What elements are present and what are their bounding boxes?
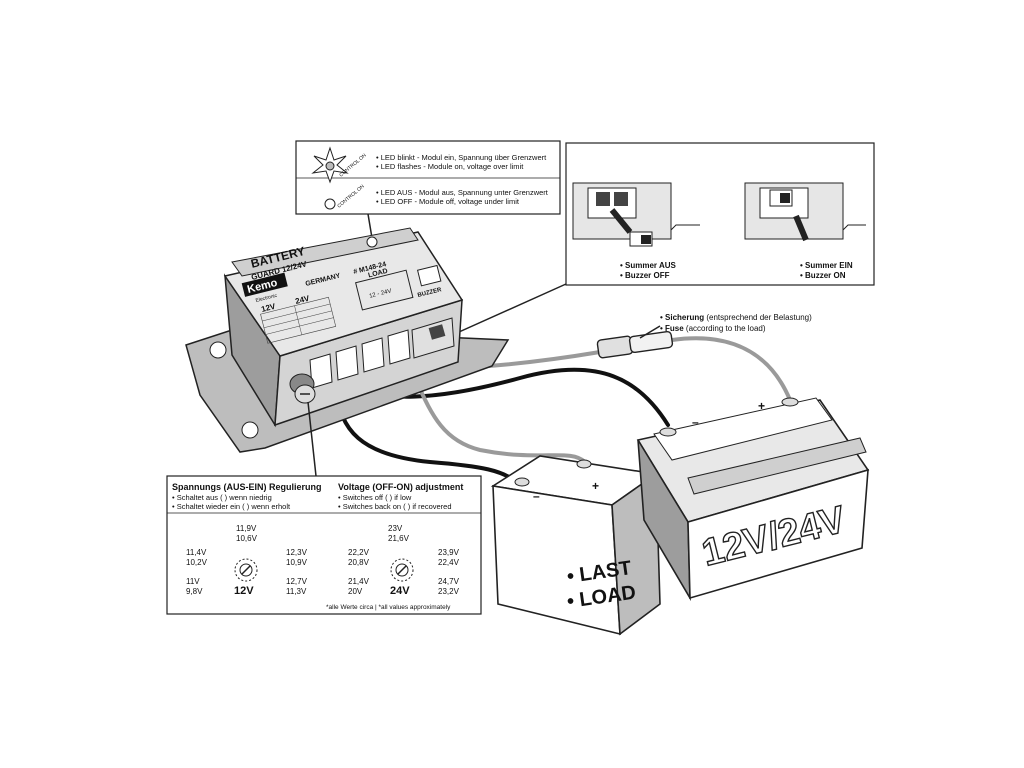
v12-ul-on: 11,4V	[186, 548, 207, 557]
v12-lr-off: 11,3V	[286, 587, 307, 596]
adjust-en-title: Voltage (OFF-ON) adjustment	[338, 482, 463, 492]
wire-fuse-to-battery	[670, 336, 792, 402]
led-off-de: • LED AUS - Modul aus, Spannung unter Gr…	[376, 188, 549, 197]
module-voltage-table	[260, 296, 337, 344]
battery-minus-sign: –	[692, 415, 699, 429]
svg-text:12 - 24V: 12 - 24V	[369, 288, 392, 299]
dial-24v-label: 24V	[390, 585, 410, 597]
terminal-block	[309, 317, 455, 389]
battery-plus-terminal	[781, 397, 799, 407]
v24-ul-off: 20,8V	[348, 558, 370, 567]
buzzer-on-label: • Buzzer ON	[800, 271, 846, 280]
values-approx-note: *alle Werte circa | *all values approxim…	[326, 604, 451, 611]
adjust-de-title: Spannungs (AUS-EIN) Regulierung	[172, 482, 322, 492]
v12-top-on: 11,9V	[236, 524, 257, 533]
v12-ll-on: 11V	[186, 577, 200, 586]
dial-24v-icon	[390, 558, 414, 582]
v24-ll-on: 21,4V	[348, 577, 370, 586]
led-blink-en: • LED flashes - Module on, voltage over …	[376, 162, 524, 171]
car-battery: – + 12V/24V	[636, 397, 870, 602]
buzzer-off-illustration	[572, 182, 700, 247]
fuse-en: • Fuse (according to the load)	[660, 324, 766, 333]
v12-ll-off: 9,8V	[186, 587, 203, 596]
led-flash-icon	[311, 146, 349, 184]
v24-top-on: 23V	[388, 524, 403, 533]
load-marking: LOAD 12 - 24V	[355, 268, 414, 311]
fuse-callout: • Sicherung (entsprechend der Belastung)…	[639, 313, 812, 339]
buzzer-off-label: • Buzzer OFF	[620, 271, 670, 280]
led-info-panel: CONTROL ON CONTROL ON • LED blinkt - Mod…	[295, 140, 561, 239]
adjustment-potentiometer	[289, 373, 316, 404]
v12-lr-on: 12,7V	[286, 577, 308, 586]
summer-ein-label: • Summer EIN	[800, 261, 853, 270]
buzzer-jumper-panel: • Summer AUS • Buzzer OFF • Summer EIN •…	[429, 142, 875, 346]
battery-plus-sign: +	[758, 399, 765, 413]
led-blink-de: • LED blinkt - Modul ein, Spannung über …	[376, 153, 547, 162]
wire-load-plus	[410, 370, 587, 464]
mount-hole-left	[209, 341, 227, 359]
led-off-en: • LED OFF - Module off, voltage under li…	[376, 197, 520, 206]
fuse-de: • Sicherung (entsprechend der Belastung)	[660, 313, 812, 322]
svg-text:LOAD: LOAD	[368, 268, 389, 280]
load-minus-terminal	[514, 477, 530, 487]
fuse-holder	[596, 330, 674, 359]
adjust-en-line1: • Switches off ( ) if low	[338, 493, 412, 502]
v24-ur-off: 22,4V	[438, 558, 460, 567]
dial-12v-label: 12V	[234, 585, 254, 597]
dial-12v-icon	[234, 558, 258, 582]
buzzer-marking: BUZZER	[416, 264, 443, 299]
v12-ur-on: 12,3V	[286, 548, 308, 557]
v24-lr-on: 24,7V	[438, 577, 460, 586]
load-minus-sign: –	[533, 489, 540, 503]
adjust-de-line1: • Schaltet aus ( ) wenn niedrig	[172, 493, 272, 502]
v24-ll-off: 20V	[348, 587, 363, 596]
adjust-de-line2: • Schaltet wieder ein ( ) wenn erholt	[172, 502, 291, 511]
battery-minus-terminal	[659, 427, 677, 437]
v12-ul-off: 10,2V	[186, 558, 208, 567]
voltage-adjustment-panel: Spannungs (AUS-EIN) Regulierung • Schalt…	[166, 475, 482, 615]
v12-ur-off: 10,9V	[286, 558, 308, 567]
dial-group-12v: 11,9V 10,6V 11,4V 10,2V 12,3V 10,9V 11V …	[186, 524, 308, 597]
load-plus-sign: +	[592, 479, 599, 493]
load-plus-terminal	[576, 459, 592, 469]
summer-aus-label: • Summer AUS	[620, 261, 677, 270]
battery-guard-module: BATTERY GUARD 12/24V Kemo Electronic GER…	[185, 227, 510, 477]
module-led	[366, 236, 378, 248]
v24-ur-on: 23,9V	[438, 548, 460, 557]
buzzer-on-illustration	[744, 182, 866, 242]
mount-hole-bottom	[241, 421, 259, 439]
v12-top-off: 10,6V	[236, 534, 258, 543]
electronic-label: Electronic	[255, 293, 278, 304]
dial-group-24v: 23V 21,6V 22,2V 20,8V 23,9V 22,4V 21,4V …	[348, 524, 460, 597]
adjust-en-line2: • Switches back on ( ) if recovered	[338, 502, 452, 511]
v24-lr-off: 23,2V	[438, 587, 460, 596]
svg-text:BUZZER: BUZZER	[417, 287, 443, 299]
v24-top-off: 21,6V	[388, 534, 410, 543]
load-box: – + • LAST • LOAD	[490, 455, 661, 636]
v24-ul-on: 22,2V	[348, 548, 370, 557]
led-off-icon	[324, 198, 336, 210]
